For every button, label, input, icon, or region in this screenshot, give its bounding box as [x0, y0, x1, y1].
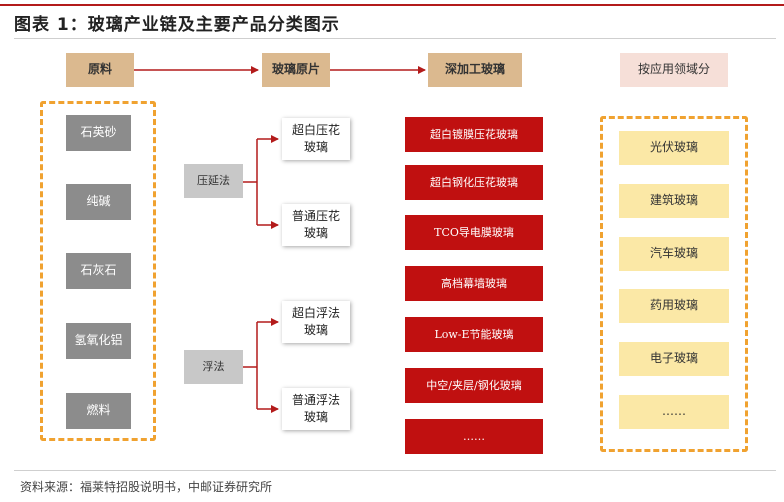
raw-material-item: 石英砂: [66, 115, 131, 151]
top-accent-line: [0, 4, 784, 6]
source-note: 资料来源：福莱特招股说明书，中邮证券研究所: [20, 480, 273, 494]
deep-processed-item: 中空/夹层/钢化玻璃: [405, 368, 543, 403]
header-deep-processed: 深加工玻璃: [428, 53, 522, 87]
header-raw-materials: 原料: [66, 53, 134, 87]
application-item: ……: [619, 395, 729, 429]
deep-processed-item: 高档幕墙玻璃: [405, 266, 543, 301]
application-item: 建筑玻璃: [619, 184, 729, 218]
deep-processed-item: 超白钢化压花玻璃: [405, 165, 543, 200]
sheet-product-ultra-white-float: 超白浮法 玻璃: [282, 301, 350, 343]
application-item: 光伏玻璃: [619, 131, 729, 165]
sheet-product-normal-rolled: 普通压花 玻璃: [282, 204, 350, 246]
raw-materials-dashed-group: [40, 101, 156, 441]
deep-processed-item: ……: [405, 419, 543, 454]
application-item: 电子玻璃: [619, 342, 729, 376]
footer-divider: [14, 470, 776, 471]
header-glass-sheet: 玻璃原片: [262, 53, 330, 87]
application-item: 汽车玻璃: [619, 237, 729, 271]
method-float: 浮法: [184, 350, 243, 384]
deep-processed-item: TCO导电膜玻璃: [405, 215, 543, 250]
deep-processed-item: Low-E节能玻璃: [405, 317, 543, 352]
sheet-product-normal-float: 普通浮法 玻璃: [282, 388, 350, 430]
raw-material-item: 氢氧化铝: [66, 323, 131, 359]
raw-material-item: 纯碱: [66, 184, 131, 220]
applications-dashed-group: [600, 116, 748, 452]
deep-processed-item: 超白镀膜压花玻璃: [405, 117, 543, 152]
sheet-product-ultra-white-rolled: 超白压花 玻璃: [282, 118, 350, 160]
figure-title: 图表 1：玻璃产业链及主要产品分类图示: [14, 15, 340, 35]
raw-material-item: 石灰石: [66, 253, 131, 289]
header-by-application: 按应用领域分: [620, 53, 728, 87]
title-divider: [14, 38, 776, 39]
application-item: 药用玻璃: [619, 289, 729, 323]
raw-material-item: 燃料: [66, 393, 131, 429]
method-rolling: 压延法: [184, 164, 243, 198]
